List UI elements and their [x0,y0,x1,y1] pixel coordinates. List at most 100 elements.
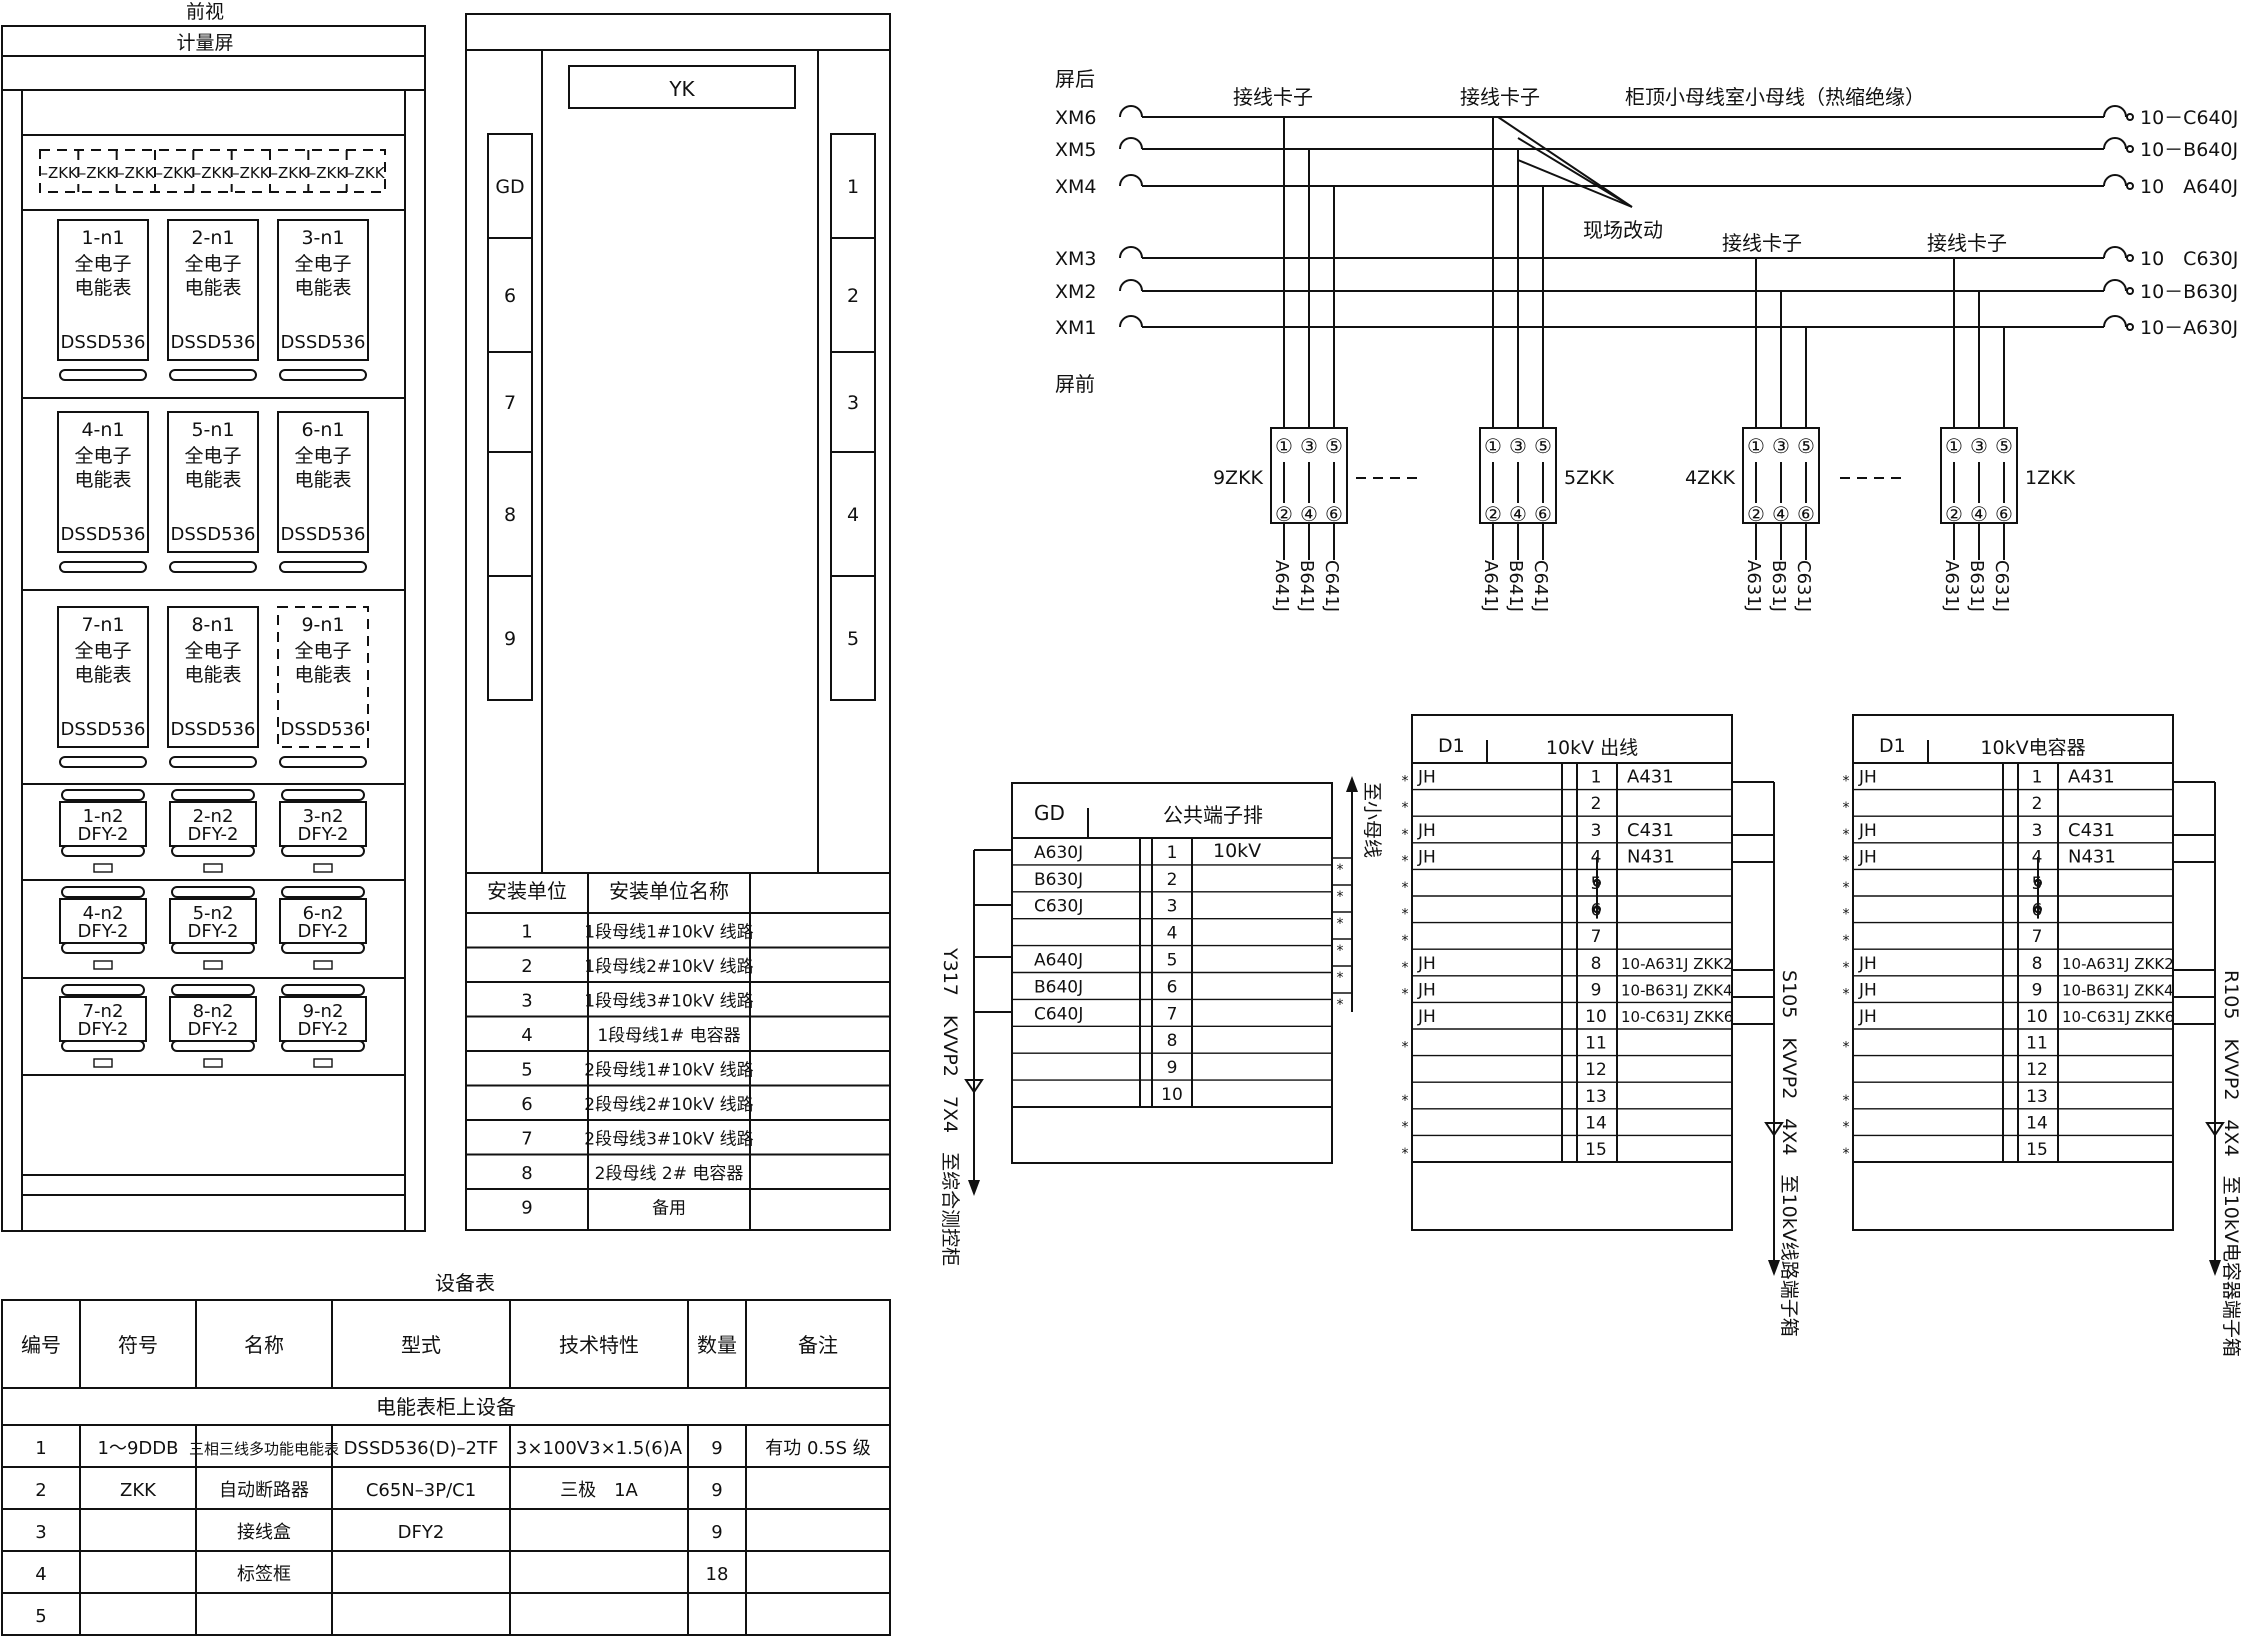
gd-wire-code: B630J [1034,870,1083,890]
box-model: DFY-2 [297,921,348,942]
install-unit-number: 4 [521,1025,532,1046]
bus-clip [1119,315,1143,328]
bus-terminal [2126,254,2134,262]
d1-terminal-number: 10 [2026,1007,2048,1027]
wire-mark: * [1402,907,1409,923]
install-unit-number: 7 [521,1129,532,1150]
gd-terminal-number: 5 [1167,951,1178,971]
d1-jumper: JH [1858,821,1877,841]
meter-type: 电能表 [74,469,131,491]
meter-id: 9-n1 [301,614,344,636]
wire-mark: * [1843,774,1850,790]
d1-wire-code: C431 [1627,820,1674,841]
d1-code: D1 [1879,735,1906,757]
switch-terminal: ④ [1772,502,1790,526]
cable-arrow [2209,1260,2221,1276]
box-cap [61,886,145,898]
d1-jumper: JH [1858,980,1877,1000]
wire-mark: * [1843,986,1850,1002]
wire-mark: * [1843,800,1850,816]
box-tab [313,1058,333,1068]
equipment-cell: ZKK [120,1480,157,1501]
wire-mark: * [1402,933,1409,949]
meter-model: DSSD536 [281,332,366,353]
equipment-cell: 1 [35,1438,46,1459]
clamp-label-4: 接线卡子 [1927,231,2007,255]
label-holder [59,756,147,768]
meter-type: 电能表 [294,469,351,491]
left-strip-label: 9 [504,628,516,650]
right-strip-label: 1 [847,176,859,198]
install-unit-name: 2段母线1#10kV 线路 [584,1061,753,1081]
switch-terminal: ① [1945,434,1963,458]
gd-wire-code: B640J [1034,977,1083,997]
right-strip-frame [830,133,876,701]
d1-terminal-number: 12 [2026,1060,2048,1080]
box-cap [281,845,365,857]
equipment-cell: 18 [706,1564,729,1585]
d1-wire-code: N431 [1627,846,1675,867]
meter-grid: 1-n1全电子电能表DSSD5362-n1全电子电能表DSSD5363-n1全电… [57,219,369,768]
wire-mark: * [1337,862,1344,878]
wire-mark: * [1402,960,1409,976]
switch-terminal: ② [1484,502,1502,526]
switch-terminal: ④ [1300,502,1318,526]
equipment-cell: 2 [35,1480,46,1501]
wire-mark: * [1843,1146,1850,1162]
switch-terminal: ⑥ [1534,502,1552,526]
box-model: DFY-2 [187,824,238,845]
install-unit-number: 2 [521,956,532,977]
clamp-label-2: 接线卡子 [1460,85,1540,109]
equipment-cell: 三相三线多功能电能表 [189,1440,339,1458]
wire-mark: * [1843,827,1850,843]
switch-output: A631J [1743,560,1764,612]
d1-jumper: JH [1858,1007,1877,1027]
bus-title: 柜顶小母线室小母线（热缩绝缘） [1625,85,1925,109]
switch-terminal: ⑤ [1995,434,2013,458]
bus-terminal [2126,182,2134,190]
d1-cap-cable-note: R105 KVVP2 4X4 至10kV电容器端子箱 [2220,970,2242,1357]
d1-link-node [1593,905,1601,914]
d1-terminal-number: 13 [1585,1087,1607,1107]
gd-terminal-number: 1 [1167,843,1178,863]
d1-terminal-number: 12 [1585,1060,1607,1080]
meter-id: 8-n1 [191,614,234,636]
wire-mark: * [1843,853,1850,869]
meter-type: 电能表 [294,277,351,299]
right-strip-label: 5 [847,628,859,650]
equipment-cell: 1～9DDB [98,1438,179,1459]
d1-terminal-number: 11 [1585,1034,1607,1054]
meter-id: 6-n1 [301,419,344,441]
d1-terminal-number: 3 [2032,821,2043,841]
d1-wire-code: 10-B631J ZKK4 [2062,981,2174,999]
meter-id: 3-n1 [301,227,344,249]
d1-wire-code: A431 [1627,767,1674,788]
switch-output: C641J [1321,560,1342,612]
D1-frame [1852,714,2174,1231]
meter-type: 全电子 [184,445,241,467]
bus-terminal [2126,145,2134,153]
switch-terminal: ④ [1970,502,1988,526]
d1-code: D1 [1438,735,1465,757]
d1-title: 10kV电容器 [1980,737,2085,759]
meter-box [167,606,259,748]
box-id: 2-n2 [193,806,234,827]
switch-terminal: ① [1275,434,1293,458]
d1-jumper: JH [1858,954,1877,974]
meter-type: 全电子 [294,640,351,662]
equipment-cell: DFY2 [398,1522,445,1543]
meter-model: DSSD536 [61,719,146,740]
d1-link-node [1593,878,1601,887]
equipment-header: 数量 [697,1333,737,1357]
install-unit-name: 2段母线 2# 电容器 [595,1164,744,1184]
equipment-cell: C65N–3P/C1 [366,1480,476,1501]
equipment-cell: 接线盒 [237,1522,291,1543]
wire-mark: * [1337,889,1344,905]
